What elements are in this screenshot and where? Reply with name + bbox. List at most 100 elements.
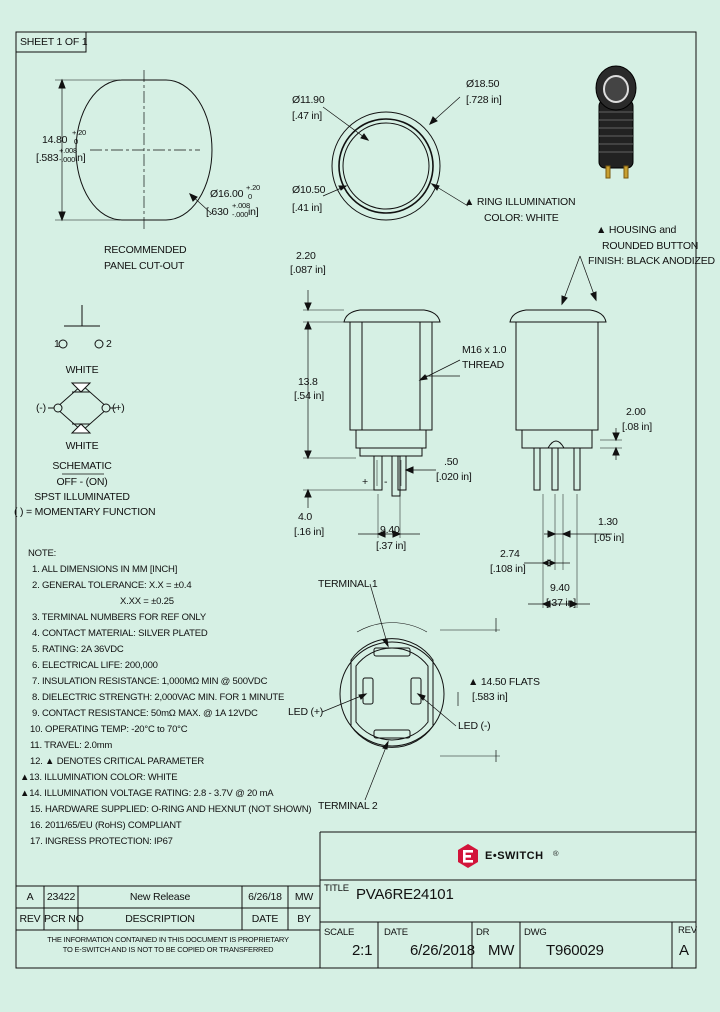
cutout-height-in: [.583 (36, 152, 59, 164)
scale-value: 2:1 (352, 942, 373, 959)
note-line: ▲14. ILLUMINATION VOLTAGE RATING: 2.8 - … (20, 788, 274, 799)
top-outer-in: [.728 in] (466, 94, 502, 106)
note-line: 3. TERMINAL NUMBERS FOR REF ONLY (32, 612, 206, 623)
side-minus-sign: - (384, 476, 388, 488)
note-line: 16. 2011/65/EU (RoHS) COMPLIANT (30, 820, 182, 831)
schematic-title: SCHEMATIC (52, 460, 112, 472)
side-view-drawing (303, 290, 461, 538)
body-height-in: [.54 in] (294, 390, 324, 402)
by-cell: MW (294, 891, 314, 903)
date-label: DATE (384, 927, 408, 938)
disclaimer-line-1: THE INFORMATION CONTAINED IN THIS DOCUME… (47, 935, 289, 944)
drawn-by-label: DR (476, 927, 490, 938)
cutout-width-in-unit: in] (248, 206, 259, 218)
sheet-label: SHEET 1 OF 1 (20, 36, 88, 48)
note-line: 2. GENERAL TOLERANCE: X.X = ±0.4 (32, 580, 192, 591)
terminal-width-dim: .50 (444, 456, 458, 468)
cutout-caption-2: PANEL CUT-OUT (104, 260, 185, 272)
part-number-title: PVA6RE24101 (356, 886, 454, 903)
led-height-dim: 2.00 (626, 406, 646, 418)
thread-spec-1: M16 x 1.0 (462, 344, 507, 356)
schematic-pin-1: 1 (54, 338, 60, 350)
terminal-width-in: [.020 in] (436, 471, 472, 483)
note-line: 1. ALL DIMENSIONS IN MM [INCH] (32, 564, 178, 575)
description-cell: New Release (129, 891, 191, 903)
side-plus-sign: + (362, 476, 368, 488)
ring-illumination-note: ▲ RING ILLUMINATION (464, 196, 576, 208)
rev-value: A (679, 942, 689, 959)
pin-width-in: [.05 in] (594, 532, 624, 544)
note-line: NOTE: (28, 548, 57, 559)
note-line: 6. ELECTRICAL LIFE: 200,000 (32, 660, 158, 671)
pin-span-in: [.37 in] (546, 597, 576, 609)
by-header: BY (297, 913, 311, 925)
note-line: 9. CONTACT RESISTANCE: 50mΩ MAX. @ 1A 12… (32, 708, 258, 719)
product-photo (595, 65, 637, 179)
pcr-header: PCR NO (44, 913, 84, 925)
note-line: 4. CONTACT MATERIAL: SILVER PLATED (32, 628, 208, 639)
led-plus-label: LED (+) (288, 706, 324, 718)
top-lens-in: [.41 in] (292, 202, 322, 214)
pcr-cell: 23422 (46, 891, 76, 903)
schematic-plus: (+) (112, 402, 125, 414)
cutout-width-in-tol-plus: +.008 (232, 201, 250, 210)
brand-name: E•SWITCH (485, 850, 544, 862)
cutout-height-in-tol-minus: -.000 (59, 155, 76, 164)
date-value: 6/26/2018 (410, 942, 475, 959)
flats-in: [.583 in] (472, 691, 508, 703)
e-switch-logo-mark (458, 844, 478, 868)
cutout-height-in-tol-plus: +.008 (59, 146, 77, 155)
led-height-in: [.08 in] (622, 421, 652, 433)
pin-offset-dim: 2.74 (500, 548, 520, 560)
cutout-width-dim: Ø16.00 (210, 188, 244, 200)
top-view-drawing (322, 96, 469, 221)
side-view-2-drawing (509, 255, 622, 608)
note-line: 8. DIELECTRIC STRENGTH: 2,000VAC MIN. FO… (32, 692, 285, 703)
description-header: DESCRIPTION (125, 913, 195, 925)
dwg-label: DWG (524, 927, 547, 938)
top-lens-dim: Ø10.50 (292, 184, 326, 196)
body-height-dim: 13.8 (298, 376, 318, 388)
schematic-line-3: ( ) = MOMENTARY FUNCTION (14, 506, 156, 518)
cutout-width-tol-minus: 0 (248, 192, 252, 201)
rev-header: REV (19, 913, 41, 925)
bottom-view-drawing (321, 583, 500, 801)
cutout-height-dim: 14.80 (42, 134, 68, 146)
date-cell: 6/26/18 (248, 891, 282, 903)
schematic-drawing (48, 305, 116, 475)
terminal-span-dim: 9.40 (380, 524, 400, 536)
note-line: 17. INGRESS PROTECTION: IP67 (30, 836, 173, 847)
cutout-height-in-unit: in] (75, 152, 86, 164)
rev-label: REV (678, 925, 697, 936)
note-line: 12. ▲ DENOTES CRITICAL PARAMETER (30, 756, 205, 767)
scale-label: SCALE (324, 927, 355, 938)
top-inner-in: [.47 in] (292, 110, 322, 122)
schematic-line-1: OFF - (ON) (56, 476, 108, 488)
terminal-length-in: [.16 in] (294, 526, 324, 538)
housing-note-2: ROUNDED BUTTON (602, 240, 699, 252)
cutout-caption-1: RECOMMENDED (104, 244, 187, 256)
ring-color-note: COLOR: WHITE (484, 212, 559, 224)
cutout-width-in: [.630 (206, 206, 229, 218)
cap-height-dim: 2.20 (296, 250, 316, 262)
pin-span-dim: 9.40 (550, 582, 570, 594)
title-block-lines (16, 831, 696, 968)
note-line: X.XX = ±0.25 (120, 596, 174, 607)
panel-cutout-drawing (55, 70, 213, 230)
pin-width-dim: 1.30 (598, 516, 618, 528)
sheet-label-box (15, 31, 87, 53)
led-minus-label: LED (-) (458, 720, 491, 732)
note-line: 15. HARDWARE SUPPLIED: O-RING AND HEXNUT… (30, 804, 312, 815)
title-label: TITLE (324, 883, 349, 894)
housing-note-3: FINISH: BLACK ANODIZED (588, 255, 715, 267)
terminal-1-label: TERMINAL 1 (318, 578, 378, 590)
housing-note-1: ▲ HOUSING and (596, 224, 677, 236)
brand-registered-mark: ® (553, 849, 559, 858)
flats-dim: ▲ 14.50 FLATS (468, 676, 540, 688)
schematic-line-2: SPST ILLUMINATED (34, 491, 130, 503)
rev-cell: A (26, 891, 34, 903)
note-line: 10. OPERATING TEMP: -20°C to 70°C (30, 724, 188, 735)
terminal-span-in: [.37 in] (376, 540, 406, 552)
led-bottom-label: WHITE (65, 440, 99, 452)
